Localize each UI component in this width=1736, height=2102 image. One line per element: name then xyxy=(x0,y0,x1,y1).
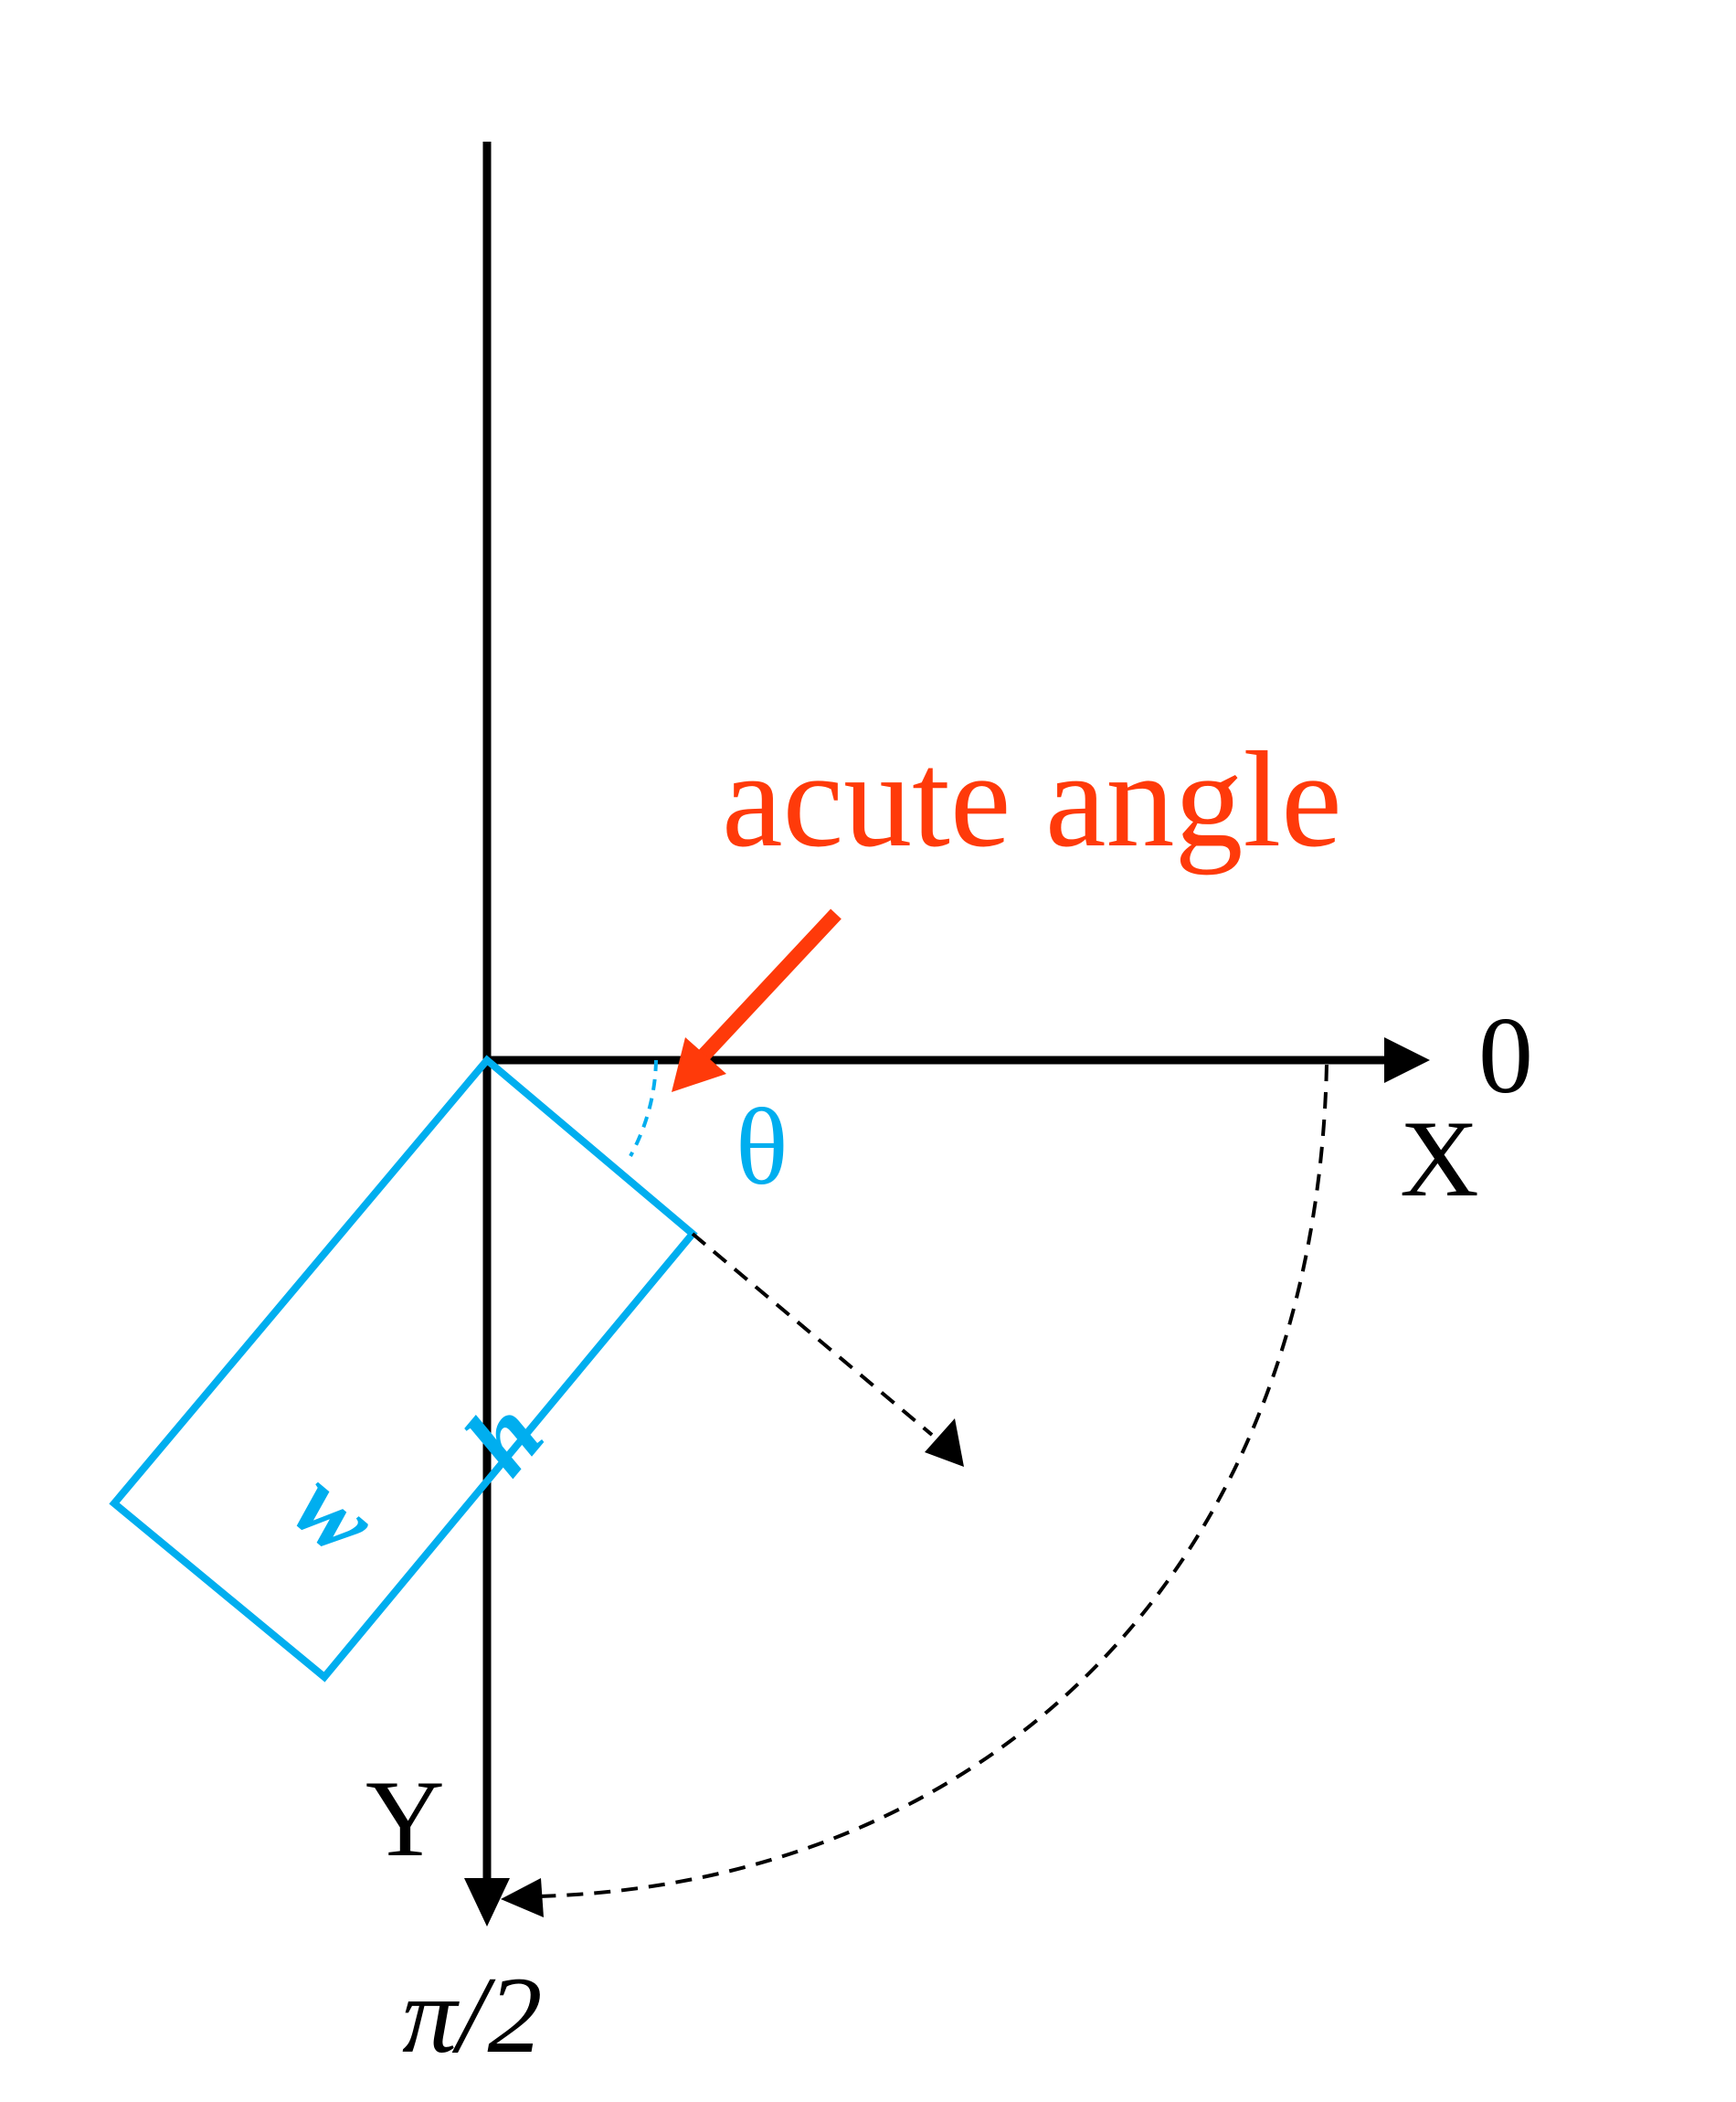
theta-label: θ xyxy=(736,1086,788,1207)
direction-arrowhead xyxy=(925,1418,964,1467)
y-axis-label: Y xyxy=(365,1757,445,1879)
x-axis-value-label: 0 xyxy=(1478,994,1533,1116)
direction-dashed-line xyxy=(691,1232,934,1437)
annotation-label: acute angle xyxy=(722,724,1342,876)
rotation-arc xyxy=(538,1064,1328,1898)
rotated-box xyxy=(109,1055,698,1683)
y-axis-arrowhead xyxy=(464,1878,510,1927)
rotation-arc-arrowhead xyxy=(501,1878,544,1917)
x-axis-label: X xyxy=(1400,1098,1479,1219)
theta-arc xyxy=(629,1059,658,1157)
box-height-label: h xyxy=(443,1380,565,1494)
box-width-label: w xyxy=(274,1449,397,1577)
x-axis-arrowhead xyxy=(1384,1037,1430,1083)
annotation-arrow-shaft xyxy=(698,908,842,1061)
y-axis-value-label: π/2 xyxy=(402,1954,542,2075)
annotation-arrow-head xyxy=(672,1037,726,1092)
